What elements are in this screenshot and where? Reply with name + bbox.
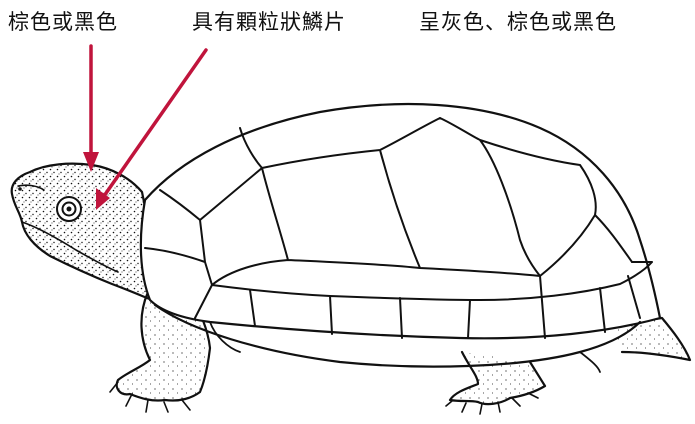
turtle-front-leg — [115, 290, 212, 402]
marginal-scutes — [211, 261, 653, 339]
turtle-head — [10, 162, 154, 302]
turtle-back-leg — [448, 350, 547, 406]
turtle-carapace — [139, 102, 662, 340]
label-granular-scales: 具有顆粒狀鱗片 — [192, 10, 346, 34]
label-shell-color: 呈灰色、棕色或黑色 — [419, 10, 617, 34]
arrow-granular-scales — [102, 48, 208, 198]
annotation-arrows — [83, 44, 208, 210]
label-head-color: 棕色或黑色 — [8, 10, 118, 34]
turtle-plastron — [153, 303, 642, 368]
scute-lines — [144, 117, 633, 339]
